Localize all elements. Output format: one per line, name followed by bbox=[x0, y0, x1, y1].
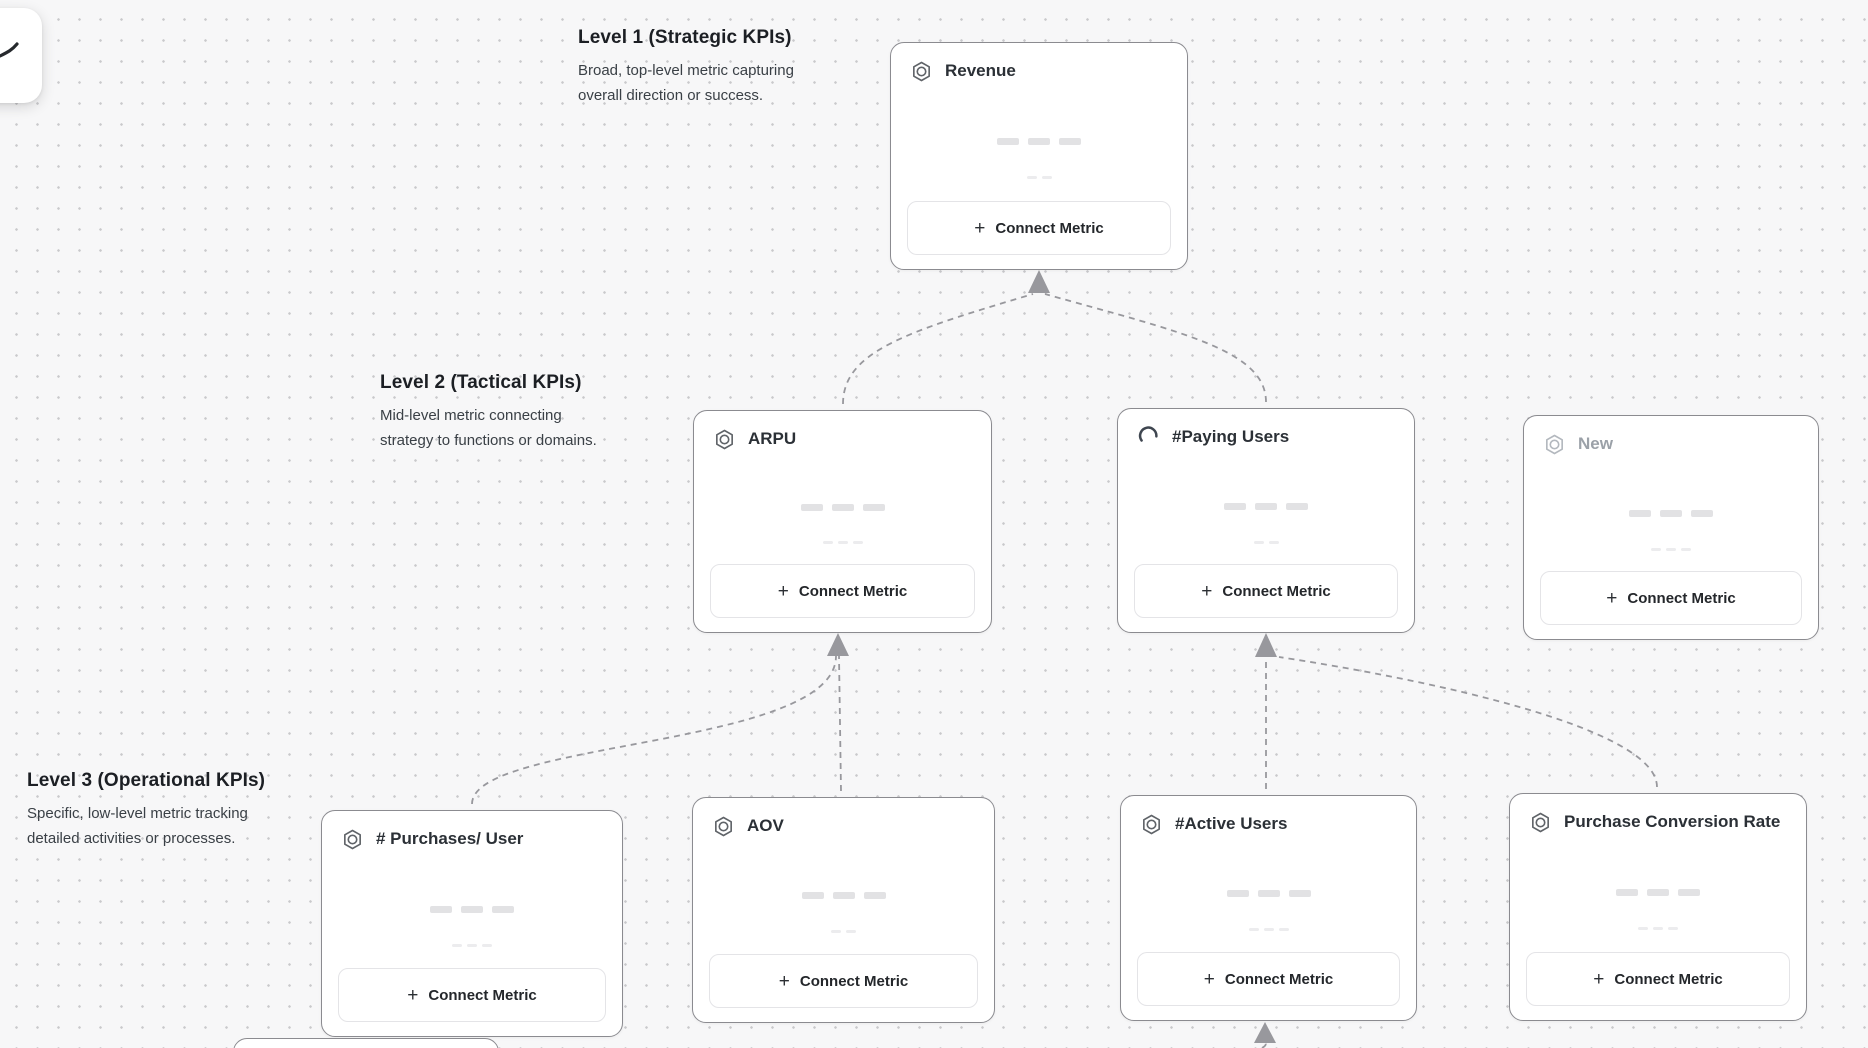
hexagon-metric-icon bbox=[711, 814, 735, 838]
arrowhead-into-arpu bbox=[827, 633, 849, 656]
connect-metric-label: Connect Metric bbox=[799, 972, 909, 990]
metric-card-revenue[interactable]: Revenue + Connect Metric bbox=[890, 42, 1188, 270]
connect-metric-button[interactable]: + Connect Metric bbox=[1526, 952, 1790, 1006]
card-header: AOV bbox=[711, 814, 980, 838]
level2-title: Level 2 (Tactical KPIs) bbox=[380, 372, 582, 393]
level2-label-group: Level 2 (Tactical KPIs) Mid-level metric… bbox=[380, 372, 597, 453]
arrowhead-into-payingusers bbox=[1255, 633, 1277, 657]
connector-stub-below-activeusers bbox=[1261, 1040, 1267, 1048]
connect-metric-button[interactable]: + Connect Metric bbox=[1134, 564, 1398, 618]
connect-metric-label: Connect Metric bbox=[428, 986, 537, 1004]
plus-icon: + bbox=[1593, 968, 1605, 990]
connector-pcr-payingusers bbox=[1278, 656, 1658, 788]
hexagon-metric-icon bbox=[1542, 432, 1566, 456]
skeleton-bars bbox=[322, 905, 622, 913]
card-header: New bbox=[1542, 432, 1804, 456]
connector-purchases-arpu bbox=[471, 655, 837, 805]
metric-card-purchase-conversion-rate[interactable]: Purchase Conversion Rate + Connect Metri… bbox=[1509, 793, 1807, 1021]
metric-card-aov[interactable]: AOV + Connect Metric bbox=[692, 797, 995, 1023]
connect-metric-button[interactable]: + Connect Metric bbox=[709, 954, 978, 1008]
level3-description: Specific, low-level metric tracking deta… bbox=[27, 805, 248, 847]
connect-metric-button[interactable]: + Connect Metric bbox=[907, 201, 1171, 255]
hexagon-metric-icon bbox=[712, 427, 736, 451]
hexagon-metric-icon bbox=[1139, 812, 1163, 836]
cursor-icon bbox=[0, 42, 19, 58]
skeleton-dashes bbox=[322, 943, 622, 947]
skeleton-bars bbox=[1121, 890, 1416, 898]
skeleton-dashes bbox=[1121, 928, 1416, 932]
connect-metric-label: Connect Metric bbox=[1627, 589, 1736, 607]
connector-arpu-revenue bbox=[842, 293, 1034, 405]
skeleton-bars bbox=[891, 137, 1187, 145]
plus-icon: + bbox=[1203, 968, 1215, 990]
metric-card-new[interactable]: New + Connect Metric bbox=[1523, 415, 1819, 640]
plus-icon: + bbox=[407, 984, 419, 1006]
metric-card-title: Revenue bbox=[945, 61, 1016, 80]
metric-card-title: Purchase Conversion Rate bbox=[1564, 812, 1781, 831]
plus-icon: + bbox=[777, 580, 789, 602]
connect-metric-label: Connect Metric bbox=[1222, 582, 1331, 600]
skeleton-dashes bbox=[1524, 547, 1818, 551]
metric-card-title: ARPU bbox=[748, 429, 797, 448]
skeleton-dashes bbox=[693, 930, 994, 934]
plus-icon: + bbox=[1606, 587, 1618, 609]
arrowhead-into-revenue bbox=[1028, 270, 1050, 293]
plus-icon: + bbox=[1201, 580, 1213, 602]
spinner-icon bbox=[1136, 425, 1160, 449]
plus-icon: + bbox=[974, 217, 986, 239]
connect-metric-button[interactable]: + Connect Metric bbox=[710, 564, 975, 618]
floating-toolbar-button[interactable] bbox=[0, 8, 42, 103]
arrowhead-into-activeusers bbox=[1254, 1022, 1276, 1043]
metric-card-title: AOV bbox=[747, 816, 784, 835]
hexagon-metric-icon bbox=[1528, 810, 1552, 834]
connect-metric-label: Connect Metric bbox=[1614, 970, 1723, 988]
metric-card-active-users[interactable]: #Active Users + Connect Metric bbox=[1120, 795, 1417, 1021]
metric-card-title: # Purchases/ User bbox=[376, 829, 524, 848]
skeleton-dashes bbox=[1510, 927, 1806, 931]
card-header: # Purchases/ User bbox=[340, 827, 608, 851]
skeleton-bars bbox=[1118, 502, 1414, 510]
skeleton-dashes bbox=[1118, 540, 1414, 544]
skeleton-bars bbox=[1524, 509, 1818, 517]
level1-description: Broad, top-level metric capturing overal… bbox=[578, 62, 794, 104]
level1-title: Level 1 (Strategic KPIs) bbox=[578, 27, 792, 48]
connect-metric-label: Connect Metric bbox=[1224, 970, 1334, 988]
metric-card-title: New bbox=[1578, 434, 1613, 453]
metric-card-title: #Paying Users bbox=[1172, 427, 1290, 446]
card-header: #Paying Users bbox=[1136, 425, 1400, 449]
card-header: ARPU bbox=[712, 427, 977, 451]
level2-description: Mid-level metric connecting strategy to … bbox=[380, 407, 597, 449]
metric-card-arpu[interactable]: ARPU + Connect Metric bbox=[693, 410, 992, 633]
connect-metric-label: Connect Metric bbox=[995, 219, 1104, 237]
hexagon-metric-icon bbox=[340, 827, 364, 851]
skeleton-bars bbox=[1510, 888, 1806, 896]
connector-aov-arpu bbox=[838, 655, 842, 792]
card-header: Revenue bbox=[909, 59, 1173, 83]
metric-card-paying-users[interactable]: #Paying Users + Connect Metric bbox=[1117, 408, 1415, 633]
level3-title: Level 3 (Operational KPIs) bbox=[27, 770, 266, 791]
metric-card-purchases-per-user[interactable]: # Purchases/ User + Connect Metric bbox=[321, 810, 623, 1037]
connect-metric-button[interactable]: + Connect Metric bbox=[1137, 952, 1400, 1006]
skeleton-bars bbox=[693, 892, 994, 900]
card-header: #Active Users bbox=[1139, 812, 1402, 836]
skeleton-dashes bbox=[694, 541, 991, 545]
card-header: Purchase Conversion Rate bbox=[1528, 810, 1792, 834]
level3-label-group: Level 3 (Operational KPIs) Specific, low… bbox=[27, 770, 265, 851]
skeleton-dashes bbox=[891, 176, 1187, 180]
connect-metric-button[interactable]: + Connect Metric bbox=[338, 968, 606, 1022]
metric-card-partial-bottom[interactable] bbox=[233, 1038, 499, 1048]
connector-payingusers-revenue bbox=[1044, 293, 1267, 403]
plus-icon: + bbox=[778, 970, 790, 992]
connect-metric-label: Connect Metric bbox=[798, 582, 908, 600]
metric-card-title: #Active Users bbox=[1175, 814, 1288, 833]
hexagon-metric-icon bbox=[909, 59, 933, 83]
skeleton-bars bbox=[694, 503, 991, 511]
level1-label-group: Level 1 (Strategic KPIs) Broad, top-leve… bbox=[578, 27, 794, 108]
connect-metric-button[interactable]: + Connect Metric bbox=[1540, 571, 1802, 625]
